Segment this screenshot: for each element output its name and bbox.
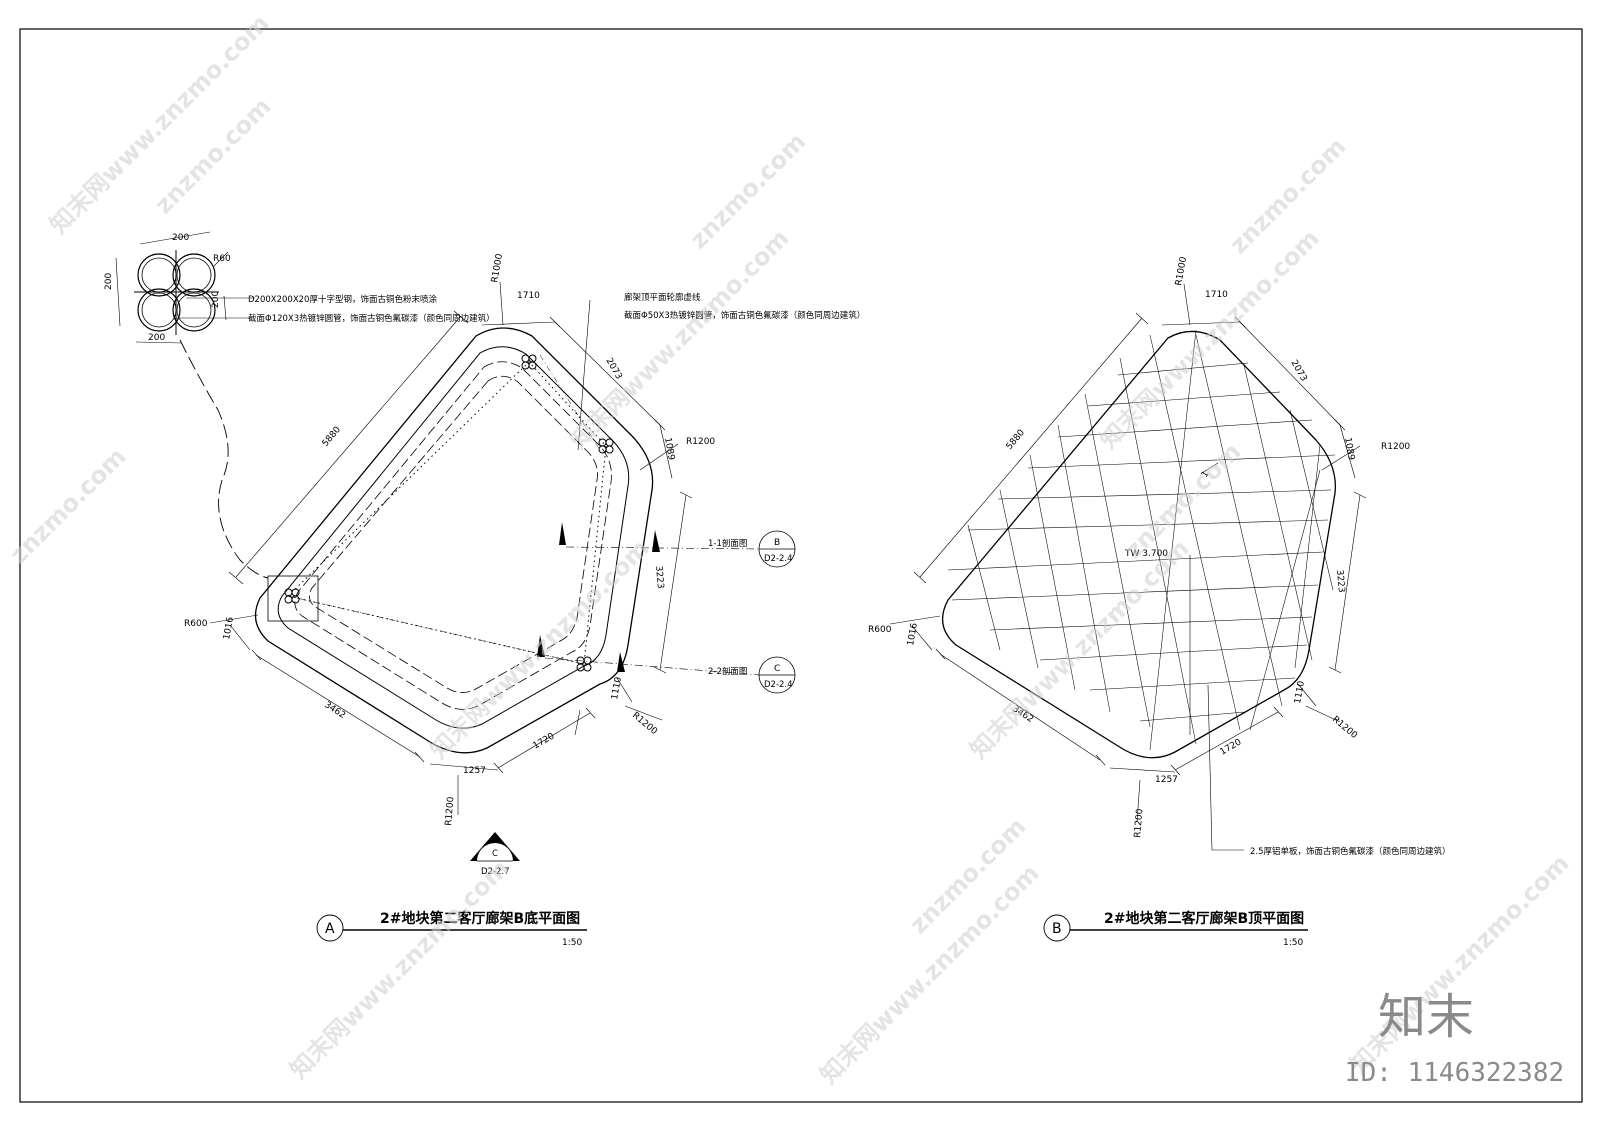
plan-a-dim-1089: 1089	[662, 437, 676, 462]
plan-a-section-texts: 1-1剖面图 B D2-2.4 2-2剖面图 C D2-2.4 C D2-2.7	[481, 538, 793, 877]
sheet-frame	[19, 28, 1583, 1103]
plan-b-dim-1720: 1720	[1219, 737, 1244, 757]
watermark-brand-5: 知末网www.znzmo.com	[964, 534, 1194, 764]
plan-a-column-detail	[115, 231, 255, 344]
plan-b-dim-5880: 5880	[1005, 428, 1028, 452]
plan-a-dim-1710: 1710	[517, 291, 540, 301]
watermark-site-2: znzmo.com	[684, 127, 811, 254]
plan-a-label: A	[325, 921, 335, 937]
plan-b-dim-2073: 2073	[1288, 359, 1308, 384]
plan-b-dim-1089: 1089	[1342, 437, 1356, 462]
note-roof-outline: 廊架顶平面轮廓虚线	[624, 292, 701, 303]
plan-a-outer-outline	[254, 327, 654, 754]
plan-a-detail-texts: 200 200 200 200 R60 D200X200X20厚十字型钢，饰面古…	[104, 233, 865, 343]
detail-dim-200-right: 200	[211, 291, 221, 308]
plan-a	[115, 231, 796, 862]
plan-a-dimension-lines	[209, 281, 693, 815]
plan-a-dim-r1000: R1000	[490, 253, 505, 284]
detail-dim-200-top: 200	[172, 233, 189, 243]
plan-a-title-block: A 2#地块第二客厅廊架B底平面图 1:50	[316, 910, 587, 948]
plan-a-inner-outline	[277, 346, 630, 729]
plan-a-dim-r1200-c: R1200	[444, 796, 457, 826]
watermark-id: ID: 1146322382	[1345, 1058, 1564, 1088]
plan-a-dim-r1200-a: R1200	[686, 437, 715, 447]
plan-b-panel-note: 2.5厚铝单板，饰面古铜色氟碳漆（颜色同周边建筑）	[1250, 846, 1451, 857]
plan-a-dim-1110: 1110	[610, 676, 624, 701]
plan-a-detail-connector	[179, 339, 269, 579]
plan-b-dim-r1200-a: R1200	[1381, 442, 1410, 452]
elevation-ref: C	[492, 849, 498, 859]
section-1-label: 1-1剖面图	[708, 538, 747, 549]
plan-a-dashed-inner	[294, 361, 612, 710]
plan-b-dim-r1200-c: R1200	[1133, 808, 1146, 838]
detail-dim-r60: R60	[213, 254, 231, 264]
plan-a-dim-3462: 3462	[322, 700, 347, 721]
plan-b-dim-1016: 1016	[906, 622, 920, 647]
elevation-sheet: D2-2.7	[481, 867, 510, 877]
note-tube-50: 截面Φ50X3热镀锌圆管，饰面古铜色氟碳漆（颜色同周边建筑）	[624, 310, 865, 321]
plan-b-panel-grid	[947, 329, 1336, 751]
plan-b-top-elevation: TW 3.700	[1124, 549, 1168, 559]
section-1-sheet: D2-2.4	[764, 554, 793, 564]
section-2-ref: C	[774, 664, 780, 674]
plan-b-dimension-lines	[889, 283, 1367, 851]
section-2-sheet: D2-2.4	[764, 680, 793, 690]
detail-dim-200-bottom: 200	[148, 333, 165, 343]
plan-a-columns	[284, 354, 614, 672]
plan-b-title-block: B 2#地块第二客厅廊架B顶平面图 1:50	[1043, 910, 1308, 948]
plan-b-scale: 1:50	[1283, 938, 1303, 948]
plan-b-dim-1110: 1110	[1293, 680, 1307, 705]
plan-a-scale: 1:50	[562, 938, 582, 948]
plan-b-label: B	[1052, 921, 1062, 937]
section-2-label: 2-2剖面图	[708, 666, 747, 677]
watermark-brand-3: 知末网www.znzmo.com	[1094, 224, 1324, 454]
watermark-brand-6: 知末网www.znzmo.com	[284, 854, 514, 1084]
plan-a-centerlines	[287, 354, 601, 665]
plan-a-dashed-outline	[309, 375, 598, 693]
plan-b-dim-1257: 1257	[1155, 775, 1178, 785]
section-1-ref: B	[774, 538, 780, 548]
plan-b-dim-r1000: R1000	[1174, 256, 1189, 287]
plan-a-dim-1016: 1016	[222, 616, 236, 641]
plan-b-dim-1710: 1710	[1205, 290, 1228, 300]
plan-a-detail-box	[267, 575, 319, 622]
plan-a-dim-1720: 1720	[532, 731, 557, 751]
plan-a-dim-r600: R600	[184, 619, 208, 629]
plan-b-outer-outline	[941, 330, 1337, 759]
plan-b-dim-3223: 3223	[1334, 569, 1346, 593]
plan-b-title: 2#地块第二客厅廊架B顶平面图	[1104, 910, 1304, 927]
plan-b-dim-r600: R600	[868, 625, 892, 635]
watermark-brand-4: 知末网www.znzmo.com	[424, 534, 654, 764]
plan-a-dim-3223: 3223	[653, 565, 665, 589]
plan-a-dim-r1200-b: R1200	[630, 711, 659, 738]
plan-a-beam-line	[286, 361, 607, 665]
plan-a-section-markers	[470, 522, 796, 862]
note-tube-120: 截面Φ120X3热镀锌圆管，饰面古铜色氟碳漆（颜色同周边建筑）	[248, 313, 495, 324]
plan-a-dim-1257: 1257	[463, 766, 486, 776]
plan-b	[889, 283, 1367, 851]
detail-dim-200-left: 200	[104, 273, 114, 290]
plan-a-dim-5880: 5880	[321, 425, 344, 449]
watermark-logo: 知末	[1378, 989, 1474, 1045]
watermark-site-4: znzmo.com	[4, 442, 131, 569]
plan-b-cut-number: 1	[1200, 470, 1212, 480]
plan-b-dim-r1200-b: R1200	[1330, 715, 1359, 742]
plan-a-title: 2#地块第二客厅廊架B底平面图	[380, 910, 580, 927]
watermark-brand-2: 知末网www.znzmo.com	[564, 224, 794, 454]
note-cross-steel: D200X200X20厚十字型钢，饰面古铜色粉末喷涂	[248, 294, 437, 305]
